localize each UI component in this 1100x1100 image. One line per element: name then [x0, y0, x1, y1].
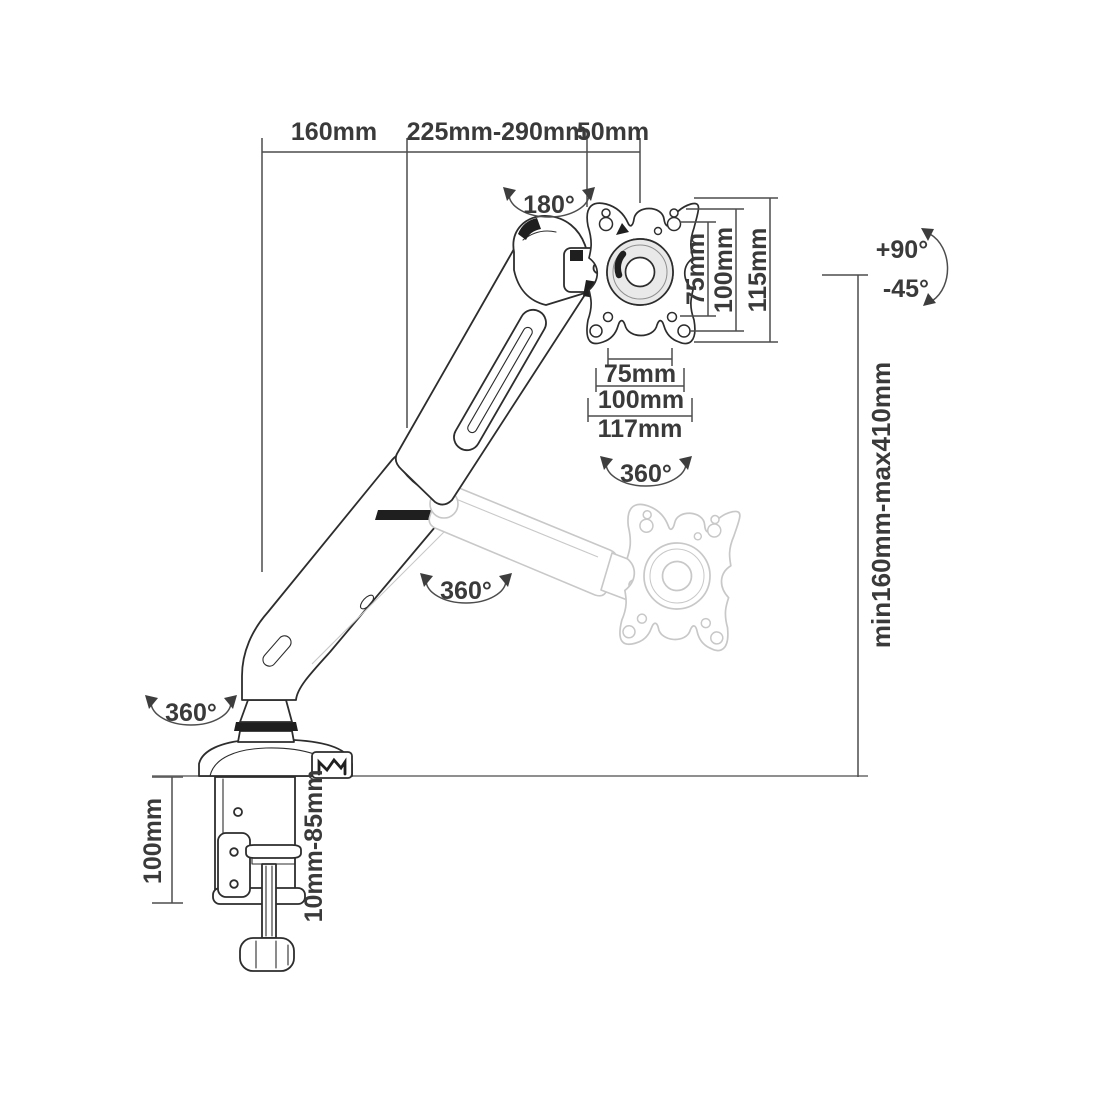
tilt-down-label: -45°: [883, 275, 929, 303]
clamp-screw-hole: [233, 807, 243, 817]
clamp-bracket: [217, 832, 251, 898]
rotation-label-head: 180°: [523, 191, 575, 219]
dim-vesa-horizontal: 75mm 100mm 117mm: [587, 348, 693, 443]
boss-notch: [614, 250, 627, 279]
tilt-annotation: +90° -45°: [876, 228, 949, 306]
tilt-arc-icon: [929, 233, 949, 302]
dim-label-vesa-v-100: 100mm: [710, 227, 738, 313]
rotation-label-base: 360°: [165, 699, 217, 727]
rotation-360-vesa: 360°: [600, 456, 692, 488]
clamp-knob: [239, 937, 295, 972]
rotation-360-arm: 360°: [420, 573, 512, 605]
base: [198, 699, 353, 779]
dim-clamp: 100mm 10mm-85mm: [139, 770, 328, 923]
dim-label-desk-thickness: 10mm-85mm: [300, 770, 328, 923]
up-arrow-icon: [616, 223, 629, 235]
dim-vesa-vertical: 75mm 100mm 115mm: [680, 197, 778, 343]
dim-label-base-offset: 160mm: [291, 118, 377, 146]
dim-label-plate-width-50: 50mm: [577, 118, 649, 146]
rotation-360-base: 360°: [145, 695, 237, 727]
dim-label-vesa-v-75: 75mm: [682, 233, 710, 305]
elbow-rotation-band: [375, 510, 439, 520]
rotation-arc-icon: [508, 193, 590, 218]
vesa-center-hole: [624, 256, 656, 288]
ghost-vesa-plate: [618, 502, 742, 653]
clamp-screw-shaft: [261, 863, 277, 939]
head-cap: [518, 218, 541, 240]
head-joint: [512, 215, 606, 306]
lower-arm-hole: [359, 594, 375, 610]
dim-top: 160mm 225mm-290mm 50mm: [261, 118, 649, 572]
rotation-arc-icon: [605, 462, 687, 487]
dim-label-vesa-v-115: 115mm: [744, 228, 772, 313]
base-rotation-band: [234, 722, 298, 731]
ghost-arm-position: [311, 481, 742, 665]
desk-clamp: [212, 776, 306, 972]
rotation-label-vesa: 360°: [620, 460, 672, 488]
dim-height-range: min160mm-max410mm: [822, 274, 896, 777]
lower-arm-slot: [262, 635, 292, 667]
dim-label-vesa-h-100: 100mm: [598, 386, 684, 414]
dim-label-arm-reach: 225mm-290mm: [407, 118, 588, 146]
upper-arm: [394, 241, 589, 506]
dim-label-clamp-depth: 100mm: [139, 798, 167, 884]
clamp-pad: [245, 844, 302, 859]
tilt-up-label: +90°: [876, 236, 928, 264]
base-riser: [239, 699, 293, 723]
cable-clip-zigzag-icon: [317, 757, 347, 776]
dim-label-vesa-h-117: 117mm: [598, 415, 683, 443]
rotation-arc-icon: [425, 579, 507, 604]
rotation-arc-icon: [150, 701, 232, 726]
dim-label-vesa-h-75: 75mm: [604, 360, 676, 388]
rotation-180: 180°: [503, 187, 595, 219]
dim-label-height-range: min160mm-max410mm: [866, 362, 896, 648]
rotation-label-arm: 360°: [440, 577, 492, 605]
vesa-plate: [586, 202, 700, 345]
gas-spring-slot: [453, 308, 547, 452]
